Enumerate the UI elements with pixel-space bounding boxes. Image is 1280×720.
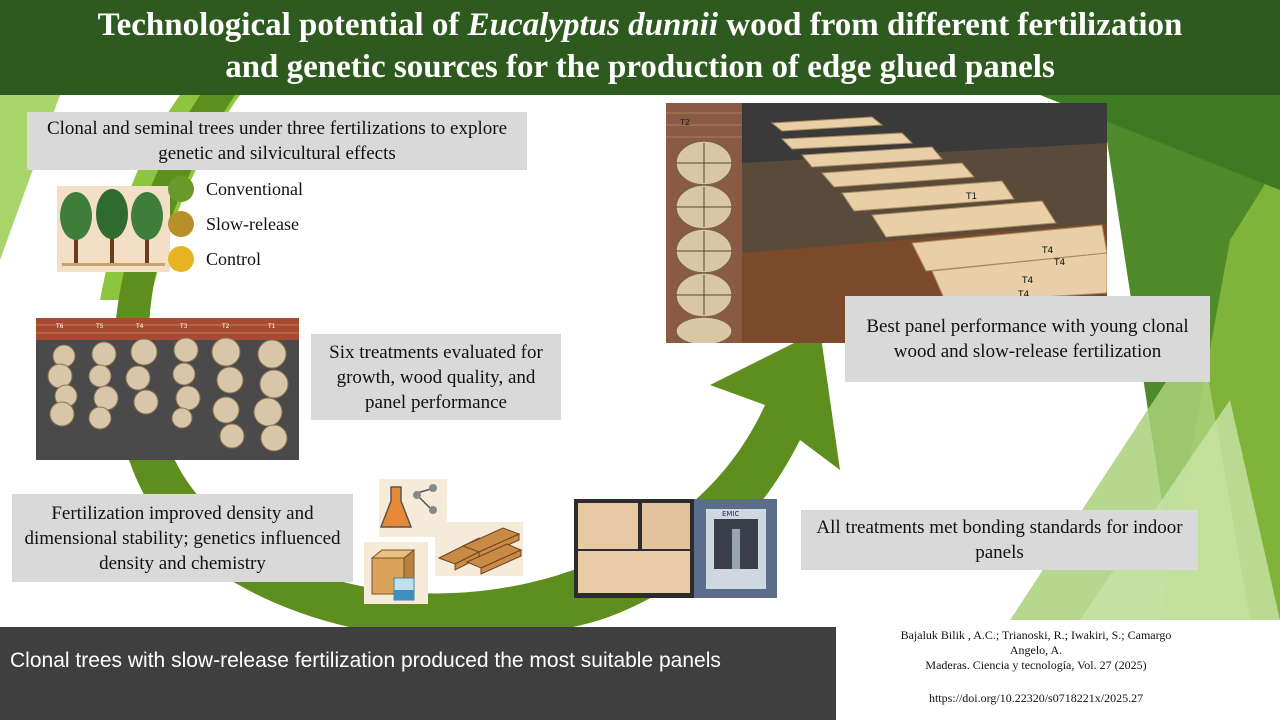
citation-authors: Bajaluk Bilik , A.C.; Trianoski, R.; Iwa… xyxy=(900,628,1172,657)
stack-tag-label: T2 xyxy=(679,118,690,127)
legend-item-slow-release: Slow-release xyxy=(168,211,299,237)
disc-tag: T3 xyxy=(179,323,188,330)
best-performance-box: Best panel performance with young clonal… xyxy=(845,296,1210,382)
fertilization-legend: Conventional Slow-release Control xyxy=(168,176,348,276)
board-mark: T1 xyxy=(965,192,977,202)
legend-item-control: Control xyxy=(168,246,261,272)
intro-box: Clonal and seminal trees under three fer… xyxy=(27,112,527,170)
citation-block: Bajaluk Bilik , A.C.; Trianoski, R.; Iwa… xyxy=(846,628,1226,706)
conventional-dot xyxy=(168,176,194,202)
boards-icon xyxy=(435,522,523,576)
disc-tag: T1 xyxy=(267,323,276,330)
board-mark: T4 xyxy=(1041,246,1053,256)
title-species: Eucalyptus dunnii xyxy=(467,7,719,43)
citation-doi[interactable]: https://doi.org/10.22320/s0718221x/2025.… xyxy=(928,691,1144,705)
disc-tag: T6 xyxy=(55,323,64,330)
disc-tag: T2 xyxy=(221,323,230,330)
citation-journal: Maderas. Ciencia y tecnología, Vol. 27 (… xyxy=(925,658,1147,672)
legend-label: Control xyxy=(206,248,262,269)
panel-testing-photo: EMIC xyxy=(574,499,777,598)
disc-tag: T5 xyxy=(95,323,104,330)
standards-box: All treatments met bonding standards for… xyxy=(801,510,1198,570)
disc-tag: T4 xyxy=(135,323,144,330)
legend-label: Conventional xyxy=(206,178,303,199)
slow-release-dot xyxy=(168,211,194,237)
trees-illustration xyxy=(57,186,170,272)
conclusion-banner: Clonal trees with slow-release fertiliza… xyxy=(0,627,836,720)
title-part-1: Technological potential of xyxy=(97,7,468,43)
board-mark: T4 xyxy=(1053,258,1065,268)
legend-label: Slow-release xyxy=(206,213,299,234)
title-line-2: and genetic sources for the production o… xyxy=(225,49,1055,85)
stacked-discs-photo: T2 xyxy=(666,103,742,343)
treatments-box: Six treatments evaluated for growth, woo… xyxy=(311,334,561,420)
fertilization-box: Fertilization improved density and dimen… xyxy=(12,494,353,582)
board-mark: T4 xyxy=(1017,290,1029,300)
legend-item-conventional: Conventional xyxy=(168,176,303,202)
title-line-1: Technological potential of Eucalyptus du… xyxy=(0,4,1280,46)
wood-beaker-icon xyxy=(364,542,428,604)
board-mark: T4 xyxy=(1021,276,1033,286)
poster-title: Technological potential of Eucalyptus du… xyxy=(0,0,1280,95)
control-dot xyxy=(168,246,194,272)
machine-brand-label: EMIC xyxy=(722,510,740,518)
title-part-2: wood from different fertilization xyxy=(718,7,1183,43)
wood-discs-photo: T6 T5 T4 T3 T2 T1 xyxy=(36,318,299,460)
